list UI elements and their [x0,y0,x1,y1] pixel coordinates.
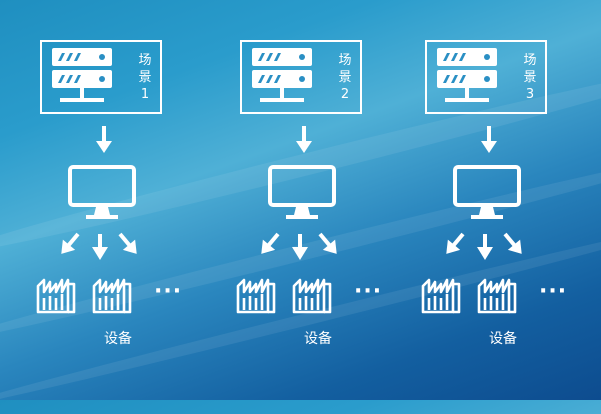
monitor-icon [268,165,336,219]
monitor-icon [453,165,521,219]
server-box: 场 景 1 [40,40,162,114]
server-icon [437,48,497,102]
arrow-down-icon [481,126,497,153]
scene-label: 场 景 3 [521,52,539,103]
scene-column: 场 景 3 [415,0,601,400]
device-label: 设备 [304,331,332,347]
devices-icon [36,278,132,314]
device-label: 设备 [489,331,517,347]
more-devices-ellipsis: ··· [154,279,183,304]
scene-label: 场 景 1 [136,52,154,103]
fan-out-arrows-icon [61,232,137,260]
fan-out-arrows-icon [446,232,522,260]
more-devices-ellipsis: ··· [354,279,383,304]
scene-label-char: 景 [338,70,352,85]
scene-column: 场 景 2 [230,0,420,400]
devices-icon [421,278,517,314]
scene-label-char: 场 [138,53,152,68]
server-box: 场 景 2 [240,40,362,114]
server-box: 场 景 3 [425,40,547,114]
scene-label-char: 景 [523,70,537,85]
monitor-icon [68,165,136,219]
scene-label-number: 3 [525,87,535,102]
scene-label-char: 场 [523,53,537,68]
server-icon [52,48,112,102]
scene-label-number: 1 [140,87,150,102]
scene-label-char: 景 [138,70,152,85]
more-devices-ellipsis: ··· [539,279,568,304]
arrow-down-icon [96,126,112,153]
scene-column: 场 景 1 [30,0,220,400]
devices-icon [236,278,332,314]
arrow-down-icon [296,126,312,153]
server-icon [252,48,312,102]
fan-out-arrows-icon [261,232,337,260]
scene-label: 场 景 2 [336,52,354,103]
device-label: 设备 [104,331,132,347]
scene-label-char: 场 [338,53,352,68]
scene-label-number: 2 [340,87,350,102]
